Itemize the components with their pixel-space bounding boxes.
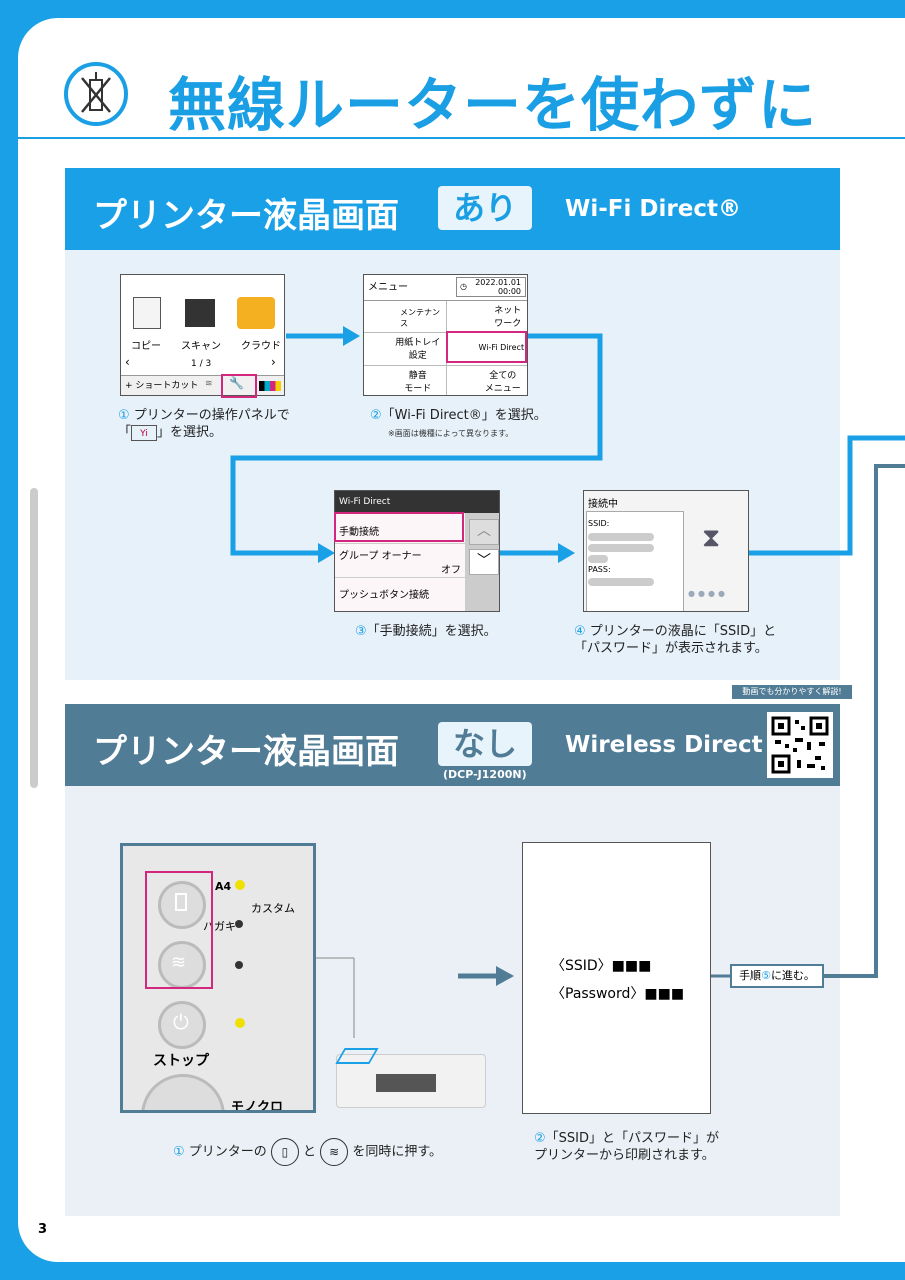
- step2b-caption: ②「SSID」と「パスワード」が プリンターから印刷されます。: [534, 1131, 720, 1163]
- section-title: プリンター液晶画面: [93, 732, 399, 772]
- paper-button[interactable]: [158, 881, 206, 929]
- hourglass-icon: ⧗: [702, 523, 721, 553]
- menu-quiet-mode[interactable]: 静音 モード: [364, 365, 447, 395]
- section-subtitle: Wireless Direct: [565, 732, 763, 758]
- group-owner-value: オフ: [441, 565, 461, 576]
- ssid-bar: [588, 555, 608, 563]
- badge-without: なし: [438, 722, 532, 766]
- section-subtitle: Wi-Fi Direct®: [565, 196, 741, 222]
- power-button[interactable]: [158, 1001, 206, 1049]
- highlight-wifi-direct: [446, 331, 527, 363]
- step1b-caption: ① プリンターの ▯ と ≋ を同時に押す。: [173, 1138, 442, 1166]
- scroll-up-button[interactable]: ︿: [469, 519, 499, 545]
- a4-label: A4: [215, 880, 232, 893]
- date-display: 2022.01.01: [475, 278, 521, 287]
- page-indicator: 1 / 3: [191, 359, 212, 369]
- pass-label: PASS:: [588, 565, 611, 574]
- control-panel: A4 カスタム ハガキ ≋ ⏻ ストップ モノクロ: [120, 843, 316, 1113]
- qr-code[interactable]: [767, 712, 833, 778]
- lcd-wifi-direct-screen: Wi-Fi Direct 手動接続 グループ オーナー オフ プッシュボタン接続…: [334, 490, 500, 612]
- section-without-lcd-header: プリンター液晶画面 なし Wireless Direct (DCP-J1200N…: [65, 704, 840, 786]
- lcd-connecting-screen: 接続中 SSID: PASS: ⧗ ●●●●: [583, 490, 749, 612]
- pass-bar: [588, 578, 654, 586]
- mono-label: モノクロ: [231, 1100, 284, 1113]
- copy-icon: [133, 297, 161, 329]
- page-number: 3: [38, 1222, 48, 1237]
- power-led: [235, 1018, 245, 1028]
- next-step-button[interactable]: 手順⑤に進む。: [730, 964, 824, 988]
- wifi-icon[interactable]: ≋: [205, 379, 213, 389]
- connecting-label: 接続中: [588, 499, 618, 510]
- highlight-buttons: [145, 871, 213, 989]
- flow-arrows: [230, 326, 905, 563]
- menu-item-scan[interactable]: スキャン: [181, 341, 221, 352]
- printer-illustration: [335, 1048, 486, 1112]
- highlight-manual: [334, 512, 464, 542]
- paper-button-icon: ▯: [270, 1138, 299, 1166]
- side-scrollbar[interactable]: [30, 488, 38, 788]
- title-divider: [18, 137, 905, 139]
- lcd-menu-screen: メニュー ◷ 2022.01.01 00:00 メンテナンス ネット ワーク 用…: [363, 274, 528, 396]
- a4-led: [235, 880, 245, 890]
- menu-label: メニュー: [368, 282, 408, 293]
- badge-with: あり: [438, 186, 532, 230]
- scroll-down-button[interactable]: ﹀: [469, 549, 499, 575]
- menu-item-cloud[interactable]: クラウド: [241, 341, 281, 352]
- highlight-settings: [221, 374, 257, 398]
- wifi-icon: ≋: [171, 952, 187, 973]
- power-icon: ⏻: [173, 1010, 189, 1034]
- ssid-label: SSID:: [588, 519, 610, 528]
- lcd-home-screen: コピー スキャン クラウド ‹ 1 / 3 › + ショートカット ≋ 🔧: [120, 274, 285, 396]
- screen-header: Wi-Fi Direct: [335, 491, 499, 513]
- push-button-item[interactable]: プッシュボタン接続: [339, 590, 429, 601]
- step2-caption: ②「Wi-Fi Direct®」を選択。 ※画面は機種によって異なります。: [370, 408, 547, 438]
- printout-ssid: 〈SSID〉■■■: [551, 958, 652, 974]
- scan-icon: [185, 299, 215, 327]
- page: 無線ルーターを使わずに プリンター液晶画面 あり Wi-Fi Direct® コ…: [18, 18, 905, 1262]
- step4-caption: ④ プリンターの液晶に「SSID」と 「パスワード」が表示されます。: [574, 624, 777, 656]
- chevron-right-icon[interactable]: ›: [271, 355, 276, 369]
- hagaki-led: [235, 920, 243, 928]
- ssid-bar: [588, 544, 654, 552]
- cloud-icon: [237, 297, 275, 329]
- custom-label: カスタム: [251, 902, 295, 915]
- menu-item-copy[interactable]: コピー: [131, 341, 161, 352]
- clock-icon: ◷: [460, 282, 467, 291]
- step3-caption: ③「手動接続」を選択。: [355, 624, 497, 639]
- model-label: (DCP-J1200N): [443, 768, 527, 781]
- ssid-bar: [588, 533, 654, 541]
- section-with-lcd-header: プリンター液晶画面 あり Wi-Fi Direct®: [65, 168, 840, 250]
- progress-dots: ●●●●: [688, 589, 728, 598]
- paper-icon: [175, 893, 187, 911]
- step1-caption: ① プリンターの操作パネルで 「Yi」を選択。: [118, 408, 290, 441]
- printout-paper: 〈SSID〉■■■ 〈Password〉■■■: [522, 842, 711, 1114]
- menu-maintenance[interactable]: メンテナンス: [364, 301, 447, 334]
- settings-tools-icon[interactable]: 🔧: [229, 376, 244, 390]
- no-router-icon: [64, 62, 128, 126]
- mono-start-button[interactable]: [141, 1074, 225, 1110]
- time-display: 00:00: [497, 287, 521, 296]
- page-title: 無線ルーターを使わずに: [168, 71, 818, 139]
- menu-all-menus[interactable]: 全ての メニュー: [484, 370, 521, 394]
- wifi-led: [235, 961, 243, 969]
- ink-level-icon: [259, 381, 281, 391]
- manual-connect-item[interactable]: 手動接続: [339, 527, 379, 538]
- stop-label: ストップ: [153, 1053, 209, 1069]
- printout-password: 〈Password〉■■■: [551, 986, 685, 1002]
- dark-connector: [314, 464, 905, 1038]
- wifi-button-icon: ≋: [320, 1138, 349, 1166]
- group-owner-item[interactable]: グループ オーナー: [339, 551, 422, 562]
- section-title: プリンター液晶画面: [93, 196, 399, 236]
- shortcut-button[interactable]: + ショートカット: [125, 381, 199, 391]
- menu-wifi-direct[interactable]: Wi-Fi Direct: [446, 333, 527, 366]
- qr-label: 動画でも分かりやすく解説!: [732, 685, 852, 699]
- chevron-left-icon[interactable]: ‹: [125, 355, 130, 369]
